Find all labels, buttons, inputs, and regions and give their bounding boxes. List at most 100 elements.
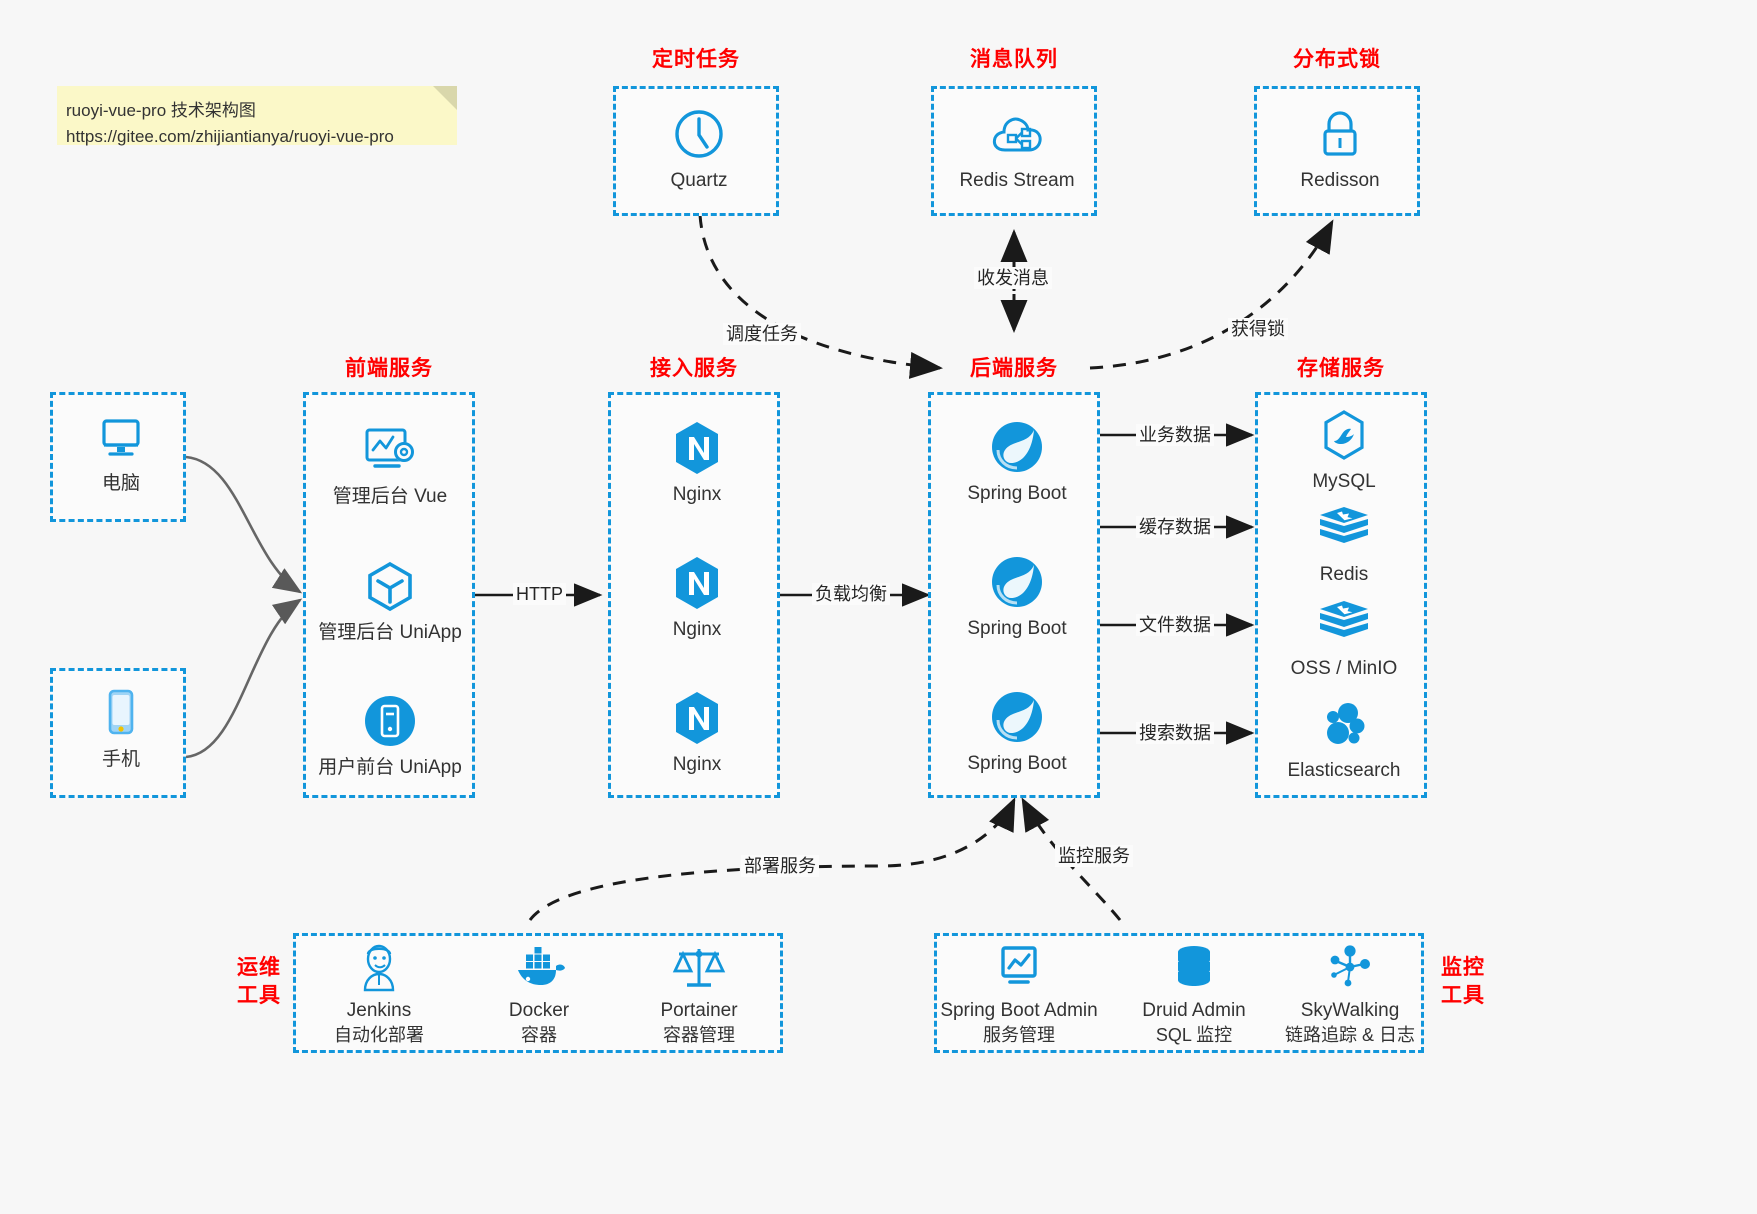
node-sublabel-jenkins: 自动化部署 bbox=[334, 1025, 424, 1045]
node-label-elasticsearch: Elasticsearch bbox=[1287, 760, 1401, 781]
node-label-spring-boot-1: Spring Boot bbox=[967, 483, 1067, 504]
elasticsearch-icon bbox=[1259, 696, 1429, 752]
node-quartz[interactable]: Quartz bbox=[614, 106, 784, 193]
spring-icon bbox=[932, 419, 1102, 475]
node-label-nginx-1: Nginx bbox=[672, 484, 722, 505]
nginx-icon bbox=[612, 690, 782, 746]
node-phone[interactable]: 手机 bbox=[36, 685, 206, 772]
node-label-redis-stream: Redis Stream bbox=[959, 170, 1075, 191]
zone-title-monitoring: 监控 工具 bbox=[1432, 954, 1494, 1010]
edge-label-acquire-lock: 获得锁 bbox=[1228, 318, 1288, 340]
zone-title-backend: 后端服务 bbox=[970, 357, 1058, 380]
node-label-admin-vue: 管理后台 Vue bbox=[332, 486, 448, 507]
scales-icon bbox=[619, 942, 779, 992]
node-label-phone: 手机 bbox=[101, 749, 140, 770]
node-user-uniapp[interactable]: 用户前台 UniApp bbox=[305, 693, 475, 780]
edge-label-cache-data: 缓存数据 bbox=[1136, 516, 1214, 538]
node-skywalking[interactable]: SkyWalking 链路追踪 & 日志 bbox=[1265, 942, 1435, 1048]
zone-client-phone[interactable]: 手机 bbox=[50, 668, 186, 798]
node-label-admin-uniapp: 管理后台 UniApp bbox=[318, 622, 462, 643]
mobile-circle-icon bbox=[305, 693, 475, 749]
node-redisson[interactable]: Redisson bbox=[1255, 106, 1425, 193]
redis-icon bbox=[1259, 594, 1429, 650]
node-druid-admin[interactable]: Druid Admin SQL 监控 bbox=[1114, 942, 1274, 1048]
zone-storage[interactable]: MySQL Redis OSS bbox=[1255, 392, 1427, 798]
zone-client-pc[interactable]: 电脑 bbox=[50, 392, 186, 522]
node-oss-minio[interactable]: OSS / MinIO bbox=[1259, 594, 1429, 681]
node-pc[interactable]: 电脑 bbox=[36, 409, 206, 496]
zone-title-distributed-lock: 分布式锁 bbox=[1293, 48, 1381, 71]
node-redis-stream[interactable]: Redis Stream bbox=[932, 106, 1102, 193]
sticky-note: ruoyi-vue-pro 技术架构图 https://gitee.com/zh… bbox=[57, 86, 457, 146]
node-spring-boot-1[interactable]: Spring Boot bbox=[932, 419, 1102, 506]
note-fold-corner bbox=[433, 86, 457, 110]
node-label-skywalking: SkyWalking bbox=[1300, 1000, 1400, 1021]
node-sublabel-skywalking: 链路追踪 & 日志 bbox=[1284, 1025, 1415, 1045]
skywalking-icon bbox=[1265, 942, 1435, 992]
node-elasticsearch[interactable]: Elasticsearch bbox=[1259, 696, 1429, 783]
zone-title-devops-line1: 运维 bbox=[237, 956, 281, 979]
zone-gateway[interactable]: Nginx Nginx Nginx bbox=[608, 392, 780, 798]
jenkins-icon bbox=[299, 942, 459, 992]
zone-title-gateway: 接入服务 bbox=[650, 357, 738, 380]
edge-label-deploy-service: 部署服务 bbox=[741, 855, 819, 877]
node-sublabel-portainer: 容器管理 bbox=[663, 1025, 735, 1045]
node-label-jenkins: Jenkins bbox=[346, 1000, 412, 1021]
node-label-oss-minio: OSS / MinIO bbox=[1290, 658, 1398, 679]
edge-label-send-receive-message: 收发消息 bbox=[974, 267, 1052, 289]
zone-title-frontend: 前端服务 bbox=[345, 357, 433, 380]
node-label-user-uniapp: 用户前台 UniApp bbox=[318, 757, 462, 778]
node-label-mysql: MySQL bbox=[1312, 471, 1376, 492]
node-sublabel-spring-boot-admin: 服务管理 bbox=[983, 1025, 1055, 1045]
node-nginx-3[interactable]: Nginx bbox=[612, 690, 782, 777]
nginx-icon bbox=[612, 555, 782, 611]
cube-icon bbox=[305, 558, 475, 614]
node-admin-uniapp[interactable]: 管理后台 UniApp bbox=[305, 558, 475, 645]
zone-devops[interactable]: Jenkins 自动化部署 Docker 容器 bbox=[293, 933, 783, 1053]
node-spring-boot-3[interactable]: Spring Boot bbox=[932, 689, 1102, 776]
node-label-nginx-2: Nginx bbox=[672, 619, 722, 640]
edge-label-monitor-service: 监控服务 bbox=[1055, 845, 1133, 867]
edge-label-schedule-task: 调度任务 bbox=[723, 323, 801, 345]
mysql-icon bbox=[1259, 407, 1429, 463]
zone-title-devops: 运维 工具 bbox=[228, 954, 290, 1010]
database-icon bbox=[1114, 942, 1274, 992]
node-jenkins[interactable]: Jenkins 自动化部署 bbox=[299, 942, 459, 1048]
zone-title-message-queue: 消息队列 bbox=[970, 48, 1058, 71]
edge-label-business-data: 业务数据 bbox=[1136, 424, 1214, 446]
node-label-nginx-3: Nginx bbox=[672, 754, 722, 775]
node-label-spring-boot-admin: Spring Boot Admin bbox=[940, 1000, 1098, 1021]
zone-scheduled-task[interactable]: Quartz bbox=[613, 86, 779, 216]
note-line-1: ruoyi-vue-pro 技术架构图 bbox=[66, 101, 256, 120]
node-label-redisson: Redisson bbox=[1300, 170, 1380, 191]
edge-label-search-data: 搜索数据 bbox=[1136, 722, 1214, 744]
dashboard-gear-icon bbox=[305, 422, 475, 478]
node-spring-boot-2[interactable]: Spring Boot bbox=[932, 554, 1102, 641]
zone-frontend[interactable]: 管理后台 Vue 管理后台 UniApp 用户前台 UniApp bbox=[303, 392, 475, 798]
cloud-stream-icon bbox=[932, 106, 1102, 162]
zone-distributed-lock[interactable]: Redisson bbox=[1254, 86, 1420, 216]
zone-message-queue[interactable]: Redis Stream bbox=[931, 86, 1097, 216]
node-portainer[interactable]: Portainer 容器管理 bbox=[619, 942, 779, 1048]
note-line-2: https://gitee.com/zhijiantianya/ruoyi-vu… bbox=[66, 127, 394, 146]
node-mysql[interactable]: MySQL bbox=[1259, 407, 1429, 494]
node-label-spring-boot-2: Spring Boot bbox=[967, 618, 1067, 639]
spring-icon bbox=[932, 689, 1102, 745]
node-docker[interactable]: Docker 容器 bbox=[459, 942, 619, 1048]
phone-icon bbox=[36, 685, 206, 741]
desktop-icon bbox=[36, 409, 206, 465]
node-nginx-1[interactable]: Nginx bbox=[612, 420, 782, 507]
edge-acquire-lock bbox=[1089, 219, 1334, 370]
node-label-portainer: Portainer bbox=[660, 1000, 738, 1021]
node-label-quartz: Quartz bbox=[670, 170, 728, 191]
docker-icon bbox=[459, 942, 619, 992]
node-label-redis: Redis bbox=[1319, 564, 1369, 585]
node-nginx-2[interactable]: Nginx bbox=[612, 555, 782, 642]
zone-monitoring[interactable]: Spring Boot Admin 服务管理 Druid Admin SQL 监… bbox=[934, 933, 1424, 1053]
nginx-icon bbox=[612, 420, 782, 476]
zone-backend[interactable]: Spring Boot Spring Boot Spring Boot bbox=[928, 392, 1100, 798]
node-spring-boot-admin[interactable]: Spring Boot Admin 服务管理 bbox=[934, 942, 1104, 1048]
node-admin-vue[interactable]: 管理后台 Vue bbox=[305, 422, 475, 509]
node-redis[interactable]: Redis bbox=[1259, 500, 1429, 587]
